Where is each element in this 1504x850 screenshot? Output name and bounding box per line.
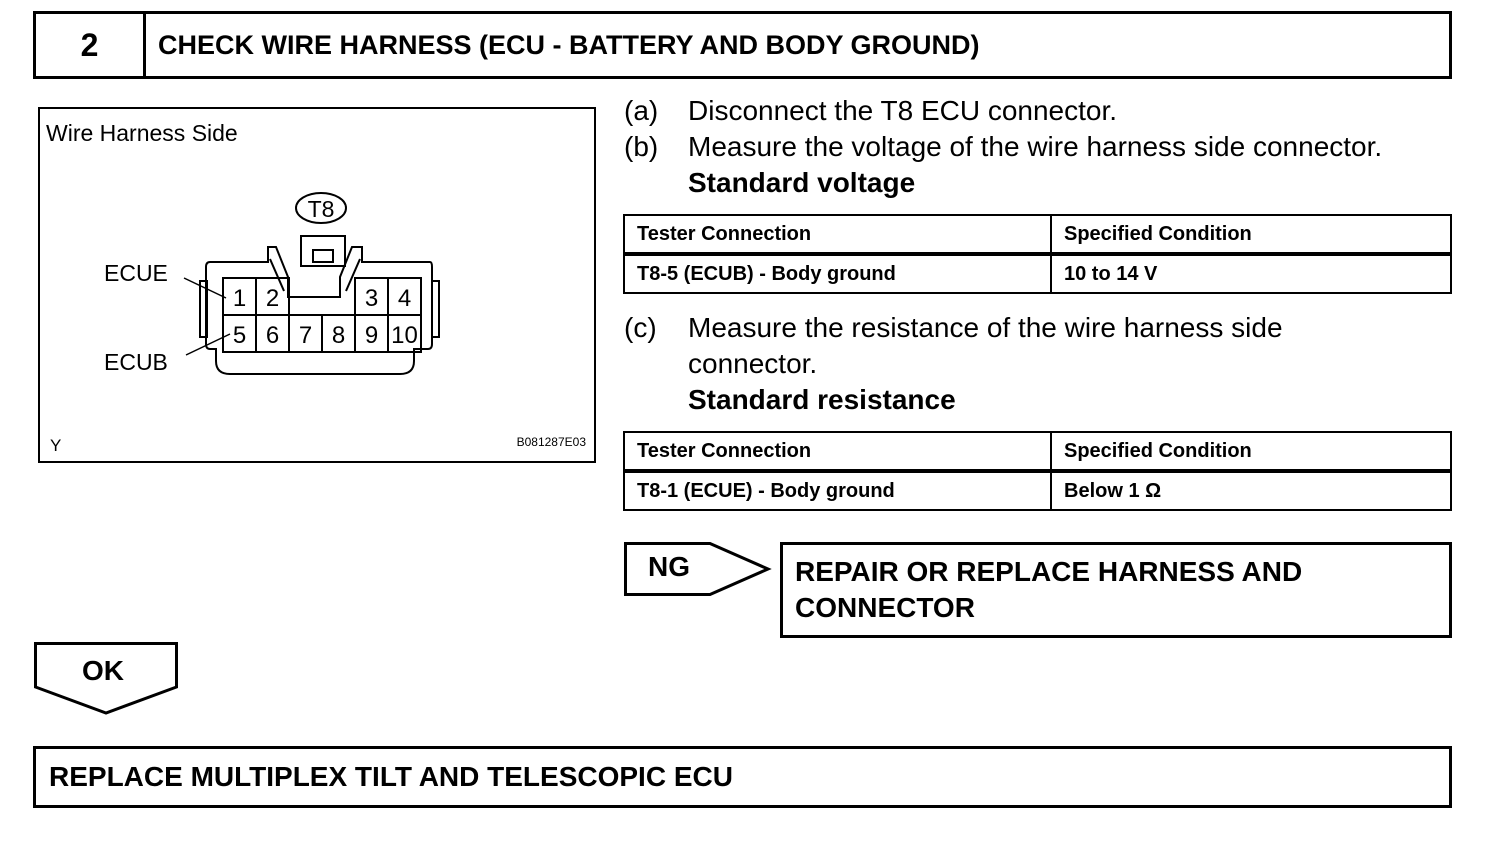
callout-ecub: ECUB [104,349,168,375]
step-b-text: Measure the voltage of the wire harness … [688,131,1383,162]
table-header-cell: Specified Condition [1050,214,1452,256]
callout-ecue-line [183,277,227,299]
table-cell: T8-5 (ECUB) - Body ground [623,253,1052,294]
ng-result-line1: REPAIR OR REPLACE HARNESS AND [795,556,1303,587]
step-c-text-line1: Measure the resistance of the wire harne… [688,312,1283,343]
callout-ecue: ECUE [104,260,168,286]
connector-label: T8 [308,196,335,222]
table-header-row: Tester Connection Specified Condition [623,214,1452,256]
resistance-spec-table: Tester Connection Specified Condition T8… [623,431,1452,511]
voltage-spec-table: Tester Connection Specified Condition T8… [623,214,1452,294]
figure-title: Wire Harness Side [46,120,238,146]
pin-cells-bottom [222,314,422,353]
pin-label-9: 9 [365,322,378,349]
table-cell: Below 1 Ω [1050,470,1452,511]
table-header-cell: Tester Connection [623,431,1052,473]
pin-label-3: 3 [365,285,378,312]
pin-cell-10 [387,314,422,353]
step-a-letter: (a) [624,95,659,126]
standard-resistance-label: Standard resistance [688,384,956,415]
table-header-cell: Tester Connection [623,214,1052,256]
step-number: 2 [36,14,146,76]
pin-label-8: 8 [332,322,345,349]
step-c-text-line2: connector. [688,348,818,379]
table-row: T8-1 (ECUE) - Body ground Below 1 Ω [623,470,1452,511]
final-action-box: REPLACE MULTIPLEX TILT AND TELESCOPIC EC… [33,746,1452,808]
step-b-letter: (b) [624,131,659,162]
pin-label-2: 2 [266,285,279,312]
step-title: CHECK WIRE HARNESS (ECU - BATTERY AND BO… [158,29,980,60]
connector-label-oval [295,192,347,224]
figure-corner-mark: Y [50,436,62,455]
callout-ecub-line [185,333,231,356]
ok-arrow-icon [34,642,178,715]
pin-label-5: 5 [233,322,246,349]
ng-result-box: REPAIR OR REPLACE HARNESS AND CONNECTOR [780,542,1452,638]
pin-label-10: 10 [391,322,418,349]
table-cell: T8-1 (ECUE) - Body ground [623,470,1052,511]
figure-code: B081287E03 [516,435,586,449]
ok-label: OK [82,655,124,686]
step-c-letter: (c) [624,312,657,343]
table-header-row: Tester Connection Specified Condition [623,431,1452,473]
standard-voltage-label: Standard voltage [688,167,916,198]
pin-label-7: 7 [299,322,312,349]
pin-label-4: 4 [398,285,411,312]
pin-label-1: 1 [233,285,246,312]
table-header-cell: Specified Condition [1050,431,1452,473]
ng-label: NG [648,551,690,582]
step-a-text: Disconnect the T8 ECU connector. [688,95,1118,126]
ng-result-line2: CONNECTOR [795,592,975,623]
connector-latch [300,235,346,267]
table-cell: 10 to 14 V [1050,253,1452,294]
step-header: 2 CHECK WIRE HARNESS (ECU - BATTERY AND … [33,11,1452,79]
ng-arrow-icon [624,542,772,596]
pin-label-6: 6 [266,322,279,349]
table-row: T8-5 (ECUB) - Body ground 10 to 14 V [623,253,1452,294]
